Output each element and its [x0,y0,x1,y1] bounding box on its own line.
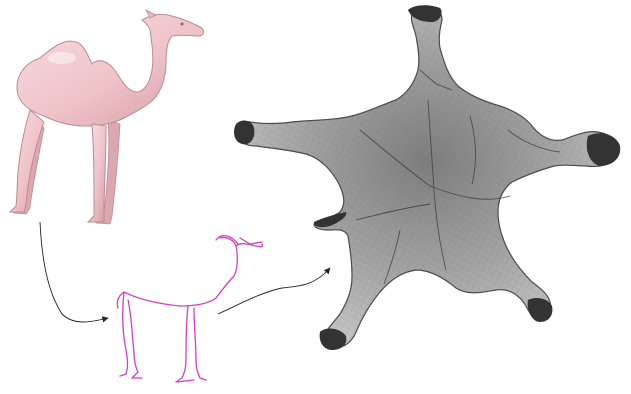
process-arrows [40,222,330,322]
skeleton-hind-legs [120,292,142,378]
skeleton-front-legs [176,306,206,382]
camel-near-front-leg [88,124,106,222]
camel-body [17,15,204,127]
camel-hump-highlight [48,52,76,64]
camel-near-hind-leg [10,110,44,212]
arrow-mesh-to-skeleton [40,222,108,322]
skeleton-spine [124,237,263,306]
camel-skeleton-illustration [117,236,262,382]
camel-eye [181,23,184,26]
camel-mesh-illustration [10,10,204,224]
flattened-hide-mesh-texture [236,8,619,348]
extremity-left [234,121,254,145]
flattened-mesh-illustration [234,5,620,350]
